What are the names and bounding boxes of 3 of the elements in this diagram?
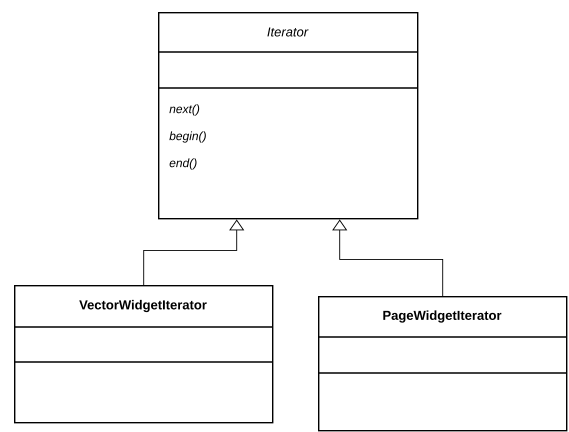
class-box: VectorWidgetIterator — [14, 285, 274, 424]
class-box: Iterator next() begin() end() — [158, 12, 418, 220]
class-box: PageWidgetIterator — [318, 296, 568, 432]
